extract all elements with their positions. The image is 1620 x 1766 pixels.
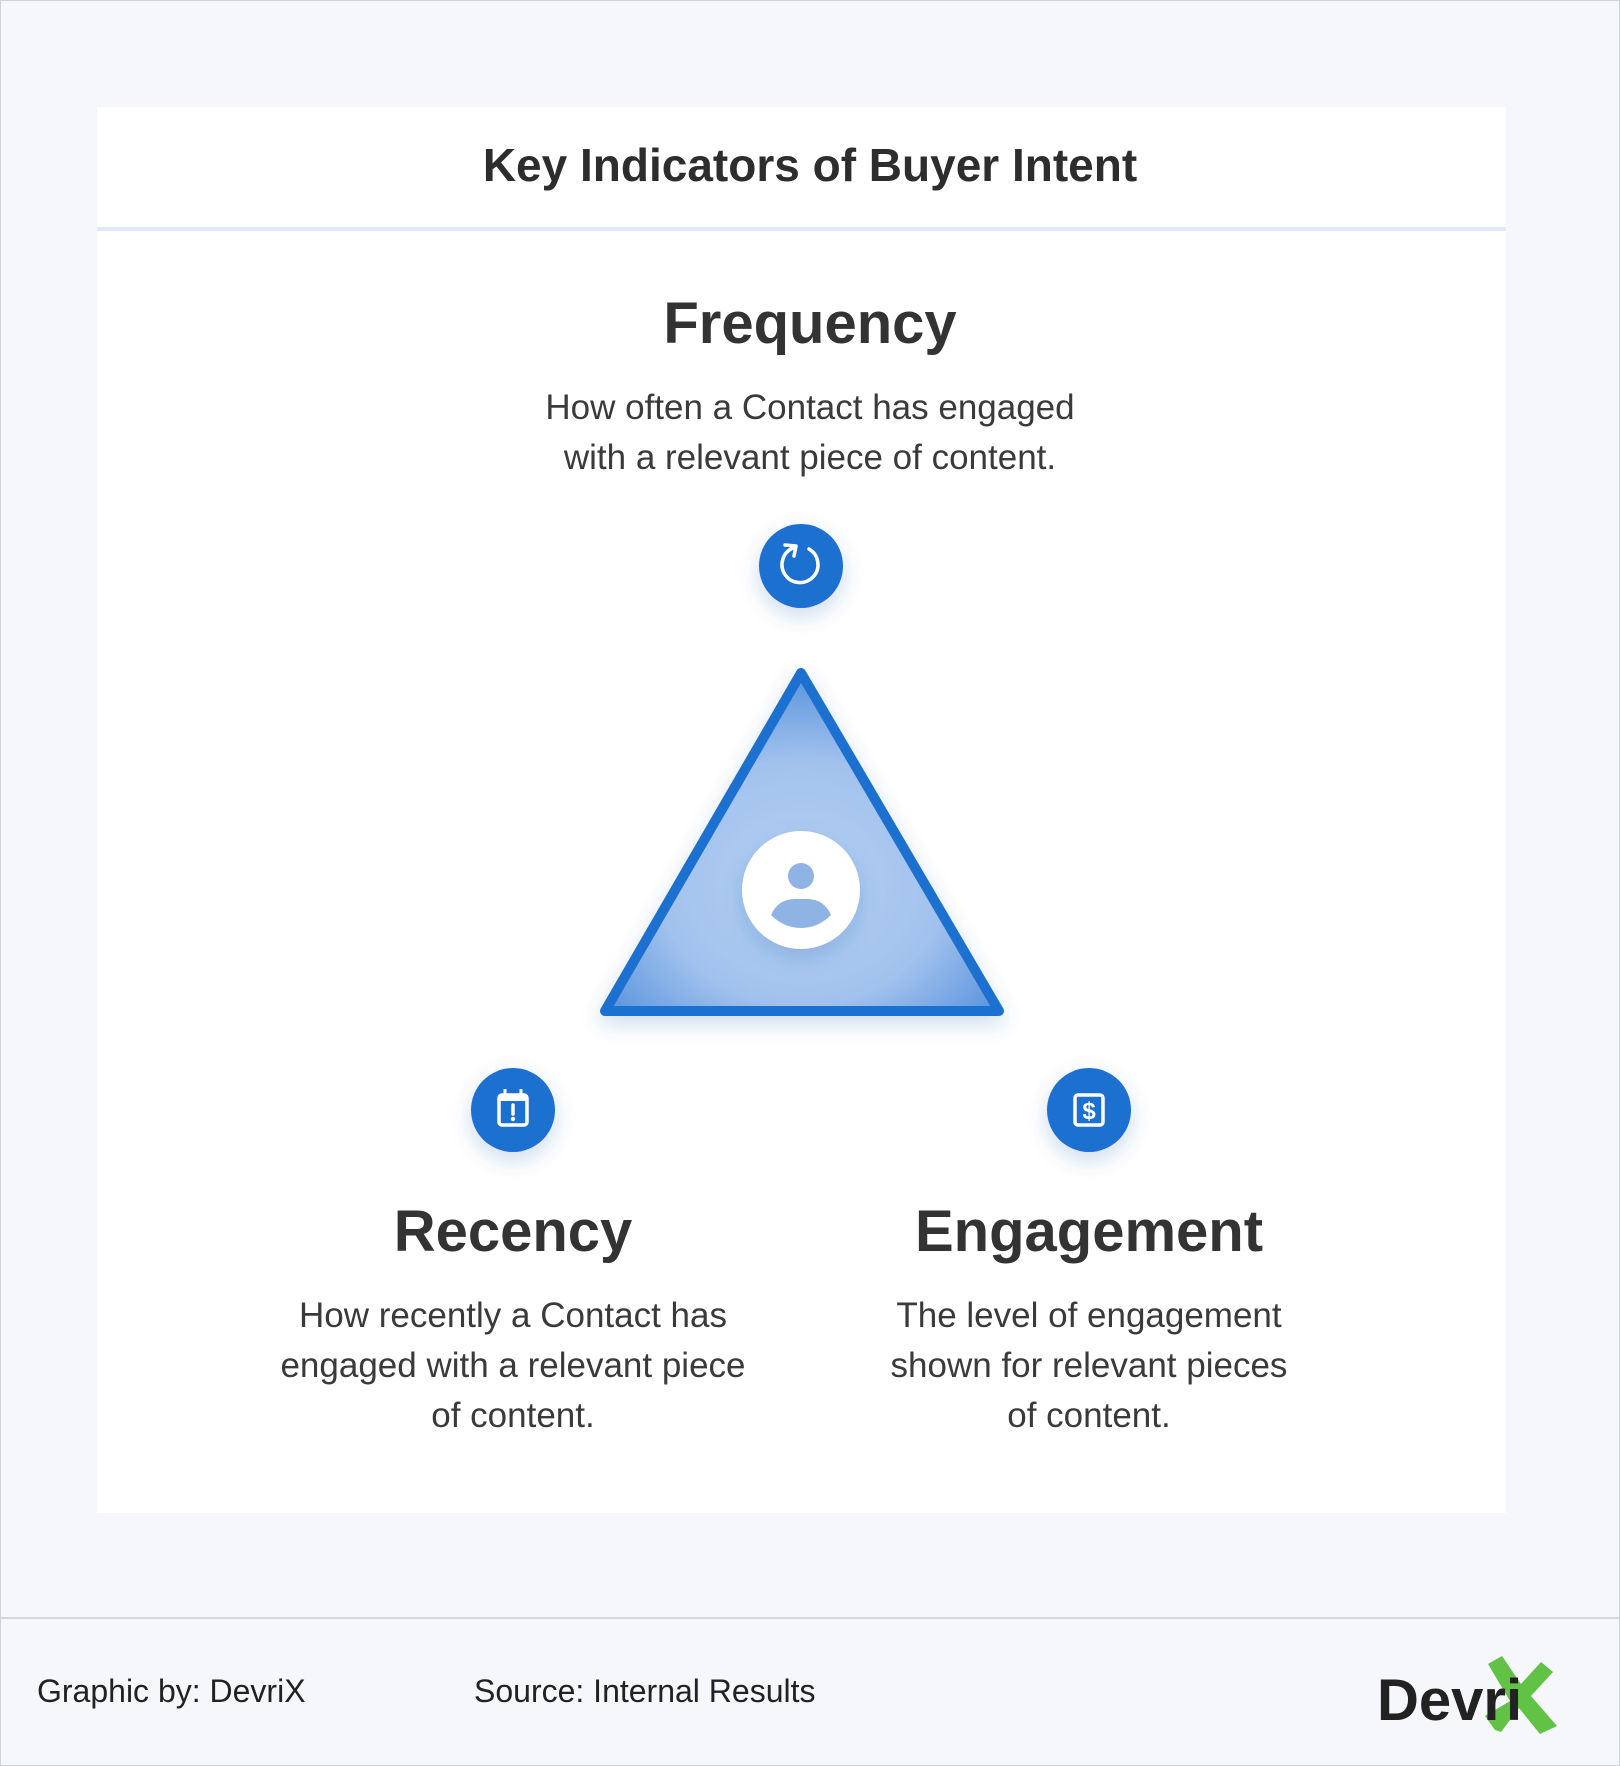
engagement-description: The level of engagement shown for releva…	[789, 1291, 1389, 1441]
dollar-icon: $	[1047, 1068, 1131, 1152]
source-text: Source: Internal Results	[474, 1673, 816, 1709]
frequency-description: How often a Contact has engaged with a r…	[0, 383, 1620, 483]
logo-text: Devri	[1377, 1668, 1522, 1733]
footer-divider	[0, 1617, 1620, 1619]
page-title: Key Indicators of Buyer Intent	[482, 139, 1138, 191]
recency-title: Recency	[393, 1199, 633, 1264]
credit-text: Graphic by: DevriX	[37, 1673, 306, 1709]
description-line: shown for relevant pieces	[890, 1346, 1288, 1385]
description-line: with a relevant piece of content.	[563, 438, 1057, 477]
description-line: engaged with a relevant piece	[280, 1346, 746, 1385]
devrix-logo: Devri	[1377, 1656, 1557, 1734]
calendar-alert-icon	[471, 1068, 555, 1152]
frequency-title: Frequency	[663, 291, 957, 356]
description-line: The level of engagement	[896, 1296, 1282, 1335]
svg-text:$: $	[1082, 1098, 1096, 1125]
engagement-title: Engagement	[914, 1199, 1264, 1264]
description-line: How recently a Contact has	[299, 1296, 727, 1335]
user-icon	[742, 831, 860, 949]
header-divider	[97, 227, 1506, 231]
recency-description: How recently a Contact has engaged with …	[213, 1291, 813, 1441]
description-line: How often a Contact has engaged	[545, 388, 1075, 427]
refresh-icon	[759, 524, 843, 608]
description-line: of content.	[431, 1396, 595, 1435]
description-line: of content.	[1007, 1396, 1171, 1435]
